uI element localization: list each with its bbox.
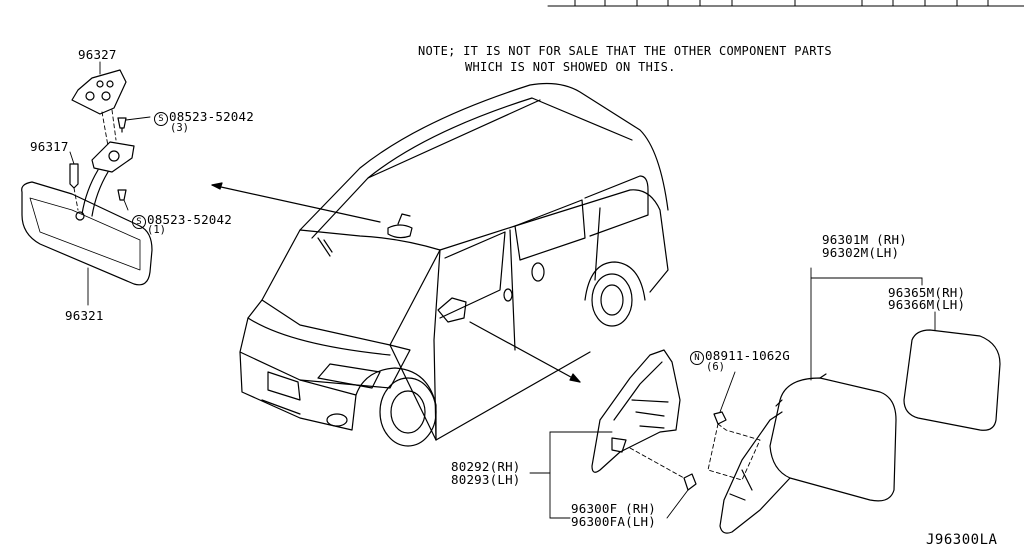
screw-upper-qty: (3): [170, 122, 189, 134]
part-label-96366m[interactable]: 96366M(LH): [888, 297, 966, 312]
part-label-96300fa[interactable]: 96300FA(LH): [571, 514, 656, 529]
inner-mirror-pin-96317: [69, 163, 79, 189]
inner-mirror-dashed-guides: [73, 109, 117, 211]
nut-part-symbol: N: [690, 351, 704, 365]
van-illustration: [239, 82, 669, 447]
arrow-to-door-mirror: [469, 321, 581, 383]
screw-lower-qty: (1): [147, 224, 166, 236]
part-label-96300f[interactable]: 96300F (RH): [571, 501, 656, 516]
part-label-80292[interactable]: 80292(RH): [451, 459, 521, 474]
part-label-96302m[interactable]: 96302M(LH): [822, 245, 900, 260]
part-label-96321[interactable]: 96321: [65, 308, 104, 323]
door-mirror-nut: [713, 411, 727, 425]
door-mirror-base-clip: [683, 473, 697, 491]
inner-mirror-bracket: [81, 141, 135, 217]
door-mirror-housing: [719, 373, 897, 534]
door-mirror-glass: [903, 329, 1001, 431]
header-table-lines: [547, 0, 1024, 7]
diagram-note-line1: NOTE; IT IS NOT FOR SALE THAT THE OTHER …: [418, 44, 832, 58]
arrow-to-inner-mirror: [211, 182, 381, 223]
standard-part-symbol: S: [154, 112, 168, 126]
part-label-96317[interactable]: 96317: [30, 139, 69, 154]
part-label-96327[interactable]: 96327: [78, 47, 117, 62]
nut-qty: (6): [706, 361, 725, 373]
screw-upper-number: 08523-52042: [169, 109, 254, 124]
door-mirror-leaders: [529, 267, 936, 519]
screw-lower-number: 08523-52042: [147, 212, 232, 227]
door-mirror-dashed-guides: [629, 423, 761, 481]
diagram-reference-code: J96300LA: [926, 532, 998, 548]
nut-number: 08911-1062G: [705, 348, 790, 363]
inner-mirror-body-96321: [21, 181, 153, 286]
standard-part-symbol: S: [132, 215, 146, 229]
inner-mirror-screw-upper: [117, 117, 127, 133]
inner-mirror-cover-96327: [71, 69, 127, 115]
diagram-note-line2: WHICH IS NOT SHOWED ON THIS.: [465, 60, 676, 74]
inner-mirror-leaders: [69, 61, 151, 306]
inner-mirror-screw-lower: [117, 189, 127, 201]
part-label-96301m[interactable]: 96301M (RH): [822, 232, 907, 247]
door-mirror-finisher: [591, 349, 681, 473]
part-label-80293[interactable]: 80293(LH): [451, 472, 521, 487]
part-label-96365m[interactable]: 96365M(RH): [888, 285, 966, 300]
